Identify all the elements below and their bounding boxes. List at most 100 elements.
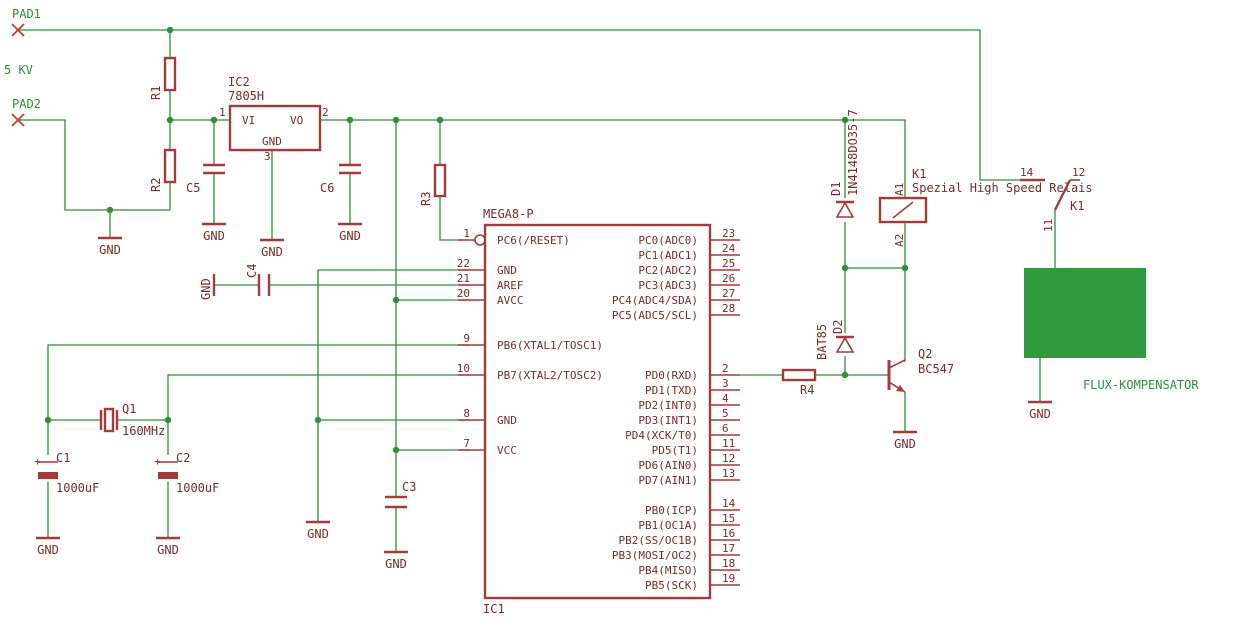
ground-symbol: GND [338,222,362,243]
mcu-pin-name: PB5(SCK) [645,579,698,592]
transistor-q2: Q2 BC547 [887,347,954,393]
mcu-ic1: MEGA8-P IC1 1PC6(/RESET)22GND21AREF20AVC… [457,207,740,616]
q2-value: BC547 [918,362,954,376]
mcu-pin-number: 13 [722,467,735,480]
ic2-pin-vi: VI [242,114,255,127]
capacitor-c6: C6 [320,163,361,195]
gnd-label: GND [37,543,59,557]
relay-contact-k1: 14 12 11 K1 [1020,166,1085,232]
mcu-pin-number: 12 [722,452,735,465]
mcu-pin-number: 19 [722,572,735,585]
q2-label: Q2 [918,347,932,361]
svg-text:+: + [154,455,161,468]
d1-label: D1 [829,182,843,196]
mcu-pin-name: PC3(ADC3) [638,279,698,292]
r1-label: R1 [149,86,163,100]
crystal-q1: Q1 160MHz [99,402,165,438]
capacitor-c2: + C2 1000uF [154,451,219,495]
mcu-pin-name: PC0(ADC0) [638,234,698,247]
d2-value: BAT85 [815,324,829,360]
pad2-label: PAD2 [12,97,41,111]
mcu-pin-number: 21 [457,272,470,285]
pad2: PAD2 [11,97,41,127]
mcu-pin-number: 16 [722,527,735,540]
ground-symbol: GND [384,550,408,571]
mcu-pin-number: 18 [722,557,735,570]
mcu-pin-name: PD0(RXD) [645,369,698,382]
c6-label: C6 [320,181,334,195]
gnd-label: GND [1029,407,1051,421]
diode-d2: BAT85 D2 [815,320,855,360]
r3-label: R3 [419,192,433,206]
mcu-pin-name: PC4(ADC4/SDA) [612,294,698,307]
voltage-label: 5 KV [4,63,33,77]
k1-contact-label: K1 [1070,199,1084,213]
gnd-label: GND [199,278,213,300]
mcu-pin-name: PB0(ICP) [645,504,698,517]
mcu-pin-number: 26 [722,272,735,285]
resistor-r1: R1 [149,56,177,100]
resistor-r3: R3 [419,163,447,206]
mcu-pin-number: 17 [722,542,735,555]
mcu-pin-number: 28 [722,302,735,315]
gnd-label: GND [307,527,329,541]
mcu-pin-name: PB3(MOSI/OC2) [612,549,698,562]
mcu-pin-name: PD3(INT1) [638,414,698,427]
k1-pin11: 11 [1042,219,1055,232]
d2-label: D2 [831,320,845,334]
svg-text:+: + [34,455,41,468]
ic2-label: IC2 [228,75,250,89]
ic2-pin-gnd: GND [262,135,282,148]
capacitor-c3: C3 [385,480,416,509]
q1-label: Q1 [122,402,136,416]
ic2-pin-vo: VO [290,114,303,127]
pad1: PAD1 [11,7,41,37]
ic2-pin1: 1 [219,106,226,119]
mcu-pin-name: AVCC [497,294,524,307]
mcu-pin-number: 25 [722,257,735,270]
mcu-pin-name: PB6(XTAL1/TOSC1) [497,339,603,352]
mcu-right-pins: 23PC0(ADC0)24PC1(ADC1)25PC2(ADC2)26PC3(A… [612,227,740,592]
flux-compensator: FLUX-KOMPENSATOR [1024,268,1199,392]
mcu-pin-name: PB2(SS/OC1B) [619,534,698,547]
q1-value: 160MHz [122,424,165,438]
gnd-label: GND [99,243,121,257]
mcu-pin-number: 1 [463,227,470,240]
ground-symbol: GND [156,536,180,557]
mcu-pin-number: 11 [722,437,735,450]
gnd-label: GND [157,543,179,557]
capacitor-c1: + C1 1000uF [34,451,99,495]
resistor-r4: R4 [781,368,817,397]
mcu-pin-name: PC2(ADC2) [638,264,698,277]
mcu-pin-number: 2 [722,362,729,375]
ic2-pin2: 2 [322,106,329,119]
ground-symbol: GND [1028,400,1052,421]
mcu-pin-number: 5 [722,407,729,420]
mcu-pin-number: 20 [457,287,470,300]
mcu-pin-name: PD4(XCK/T0) [625,429,698,442]
mcu-pin-number: 10 [457,362,470,375]
mcu-left-pins: 1PC6(/RESET)22GND21AREF20AVCC9PB6(XTAL1/… [457,227,603,457]
ic2-pin3: 3 [264,150,271,163]
c2-label: C2 [176,451,190,465]
mcu-pin-number: 15 [722,512,735,525]
